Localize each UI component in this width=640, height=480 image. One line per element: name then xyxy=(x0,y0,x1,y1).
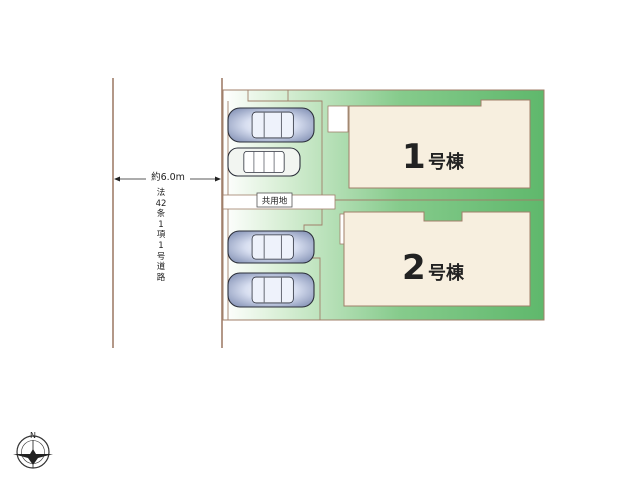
road-width-label: 約6.0m xyxy=(151,171,185,183)
shared-land xyxy=(222,192,336,210)
road-label-char: 42 xyxy=(155,198,167,209)
building-1-footprint xyxy=(348,99,531,189)
shared-land-label: 共用地 xyxy=(262,196,288,207)
building-2-number: 2 xyxy=(402,248,426,288)
road-label-char: 項 xyxy=(156,230,166,241)
building-1-suffix: 号棟 xyxy=(428,151,465,173)
road-label-char: 道 xyxy=(156,262,166,273)
road-label-char: 路 xyxy=(156,272,166,283)
car-top-view-icon xyxy=(227,107,315,143)
road-label-char: 1 xyxy=(158,240,164,251)
road-width-dimension xyxy=(114,170,221,184)
car-top-view-icon xyxy=(227,272,315,308)
car-top-view-icon xyxy=(227,147,301,177)
road-label-char: 法 xyxy=(156,188,166,198)
building-2-suffix: 号棟 xyxy=(428,262,465,284)
north-compass-icon xyxy=(13,435,53,469)
building-2-footprint xyxy=(343,211,531,307)
road-label-char: 号 xyxy=(156,251,166,262)
road-label-char: 条 xyxy=(156,209,166,220)
road-type-label: 法 42 条 1 項 1 号 道 路 xyxy=(150,188,172,283)
compass-north-letter: N xyxy=(30,431,36,440)
car-top-view-icon xyxy=(227,230,315,264)
road-label-char: 1 xyxy=(158,219,164,230)
meter-box-1 xyxy=(327,105,349,133)
parked-cars xyxy=(227,107,315,308)
building-1-number: 1 xyxy=(402,137,426,177)
